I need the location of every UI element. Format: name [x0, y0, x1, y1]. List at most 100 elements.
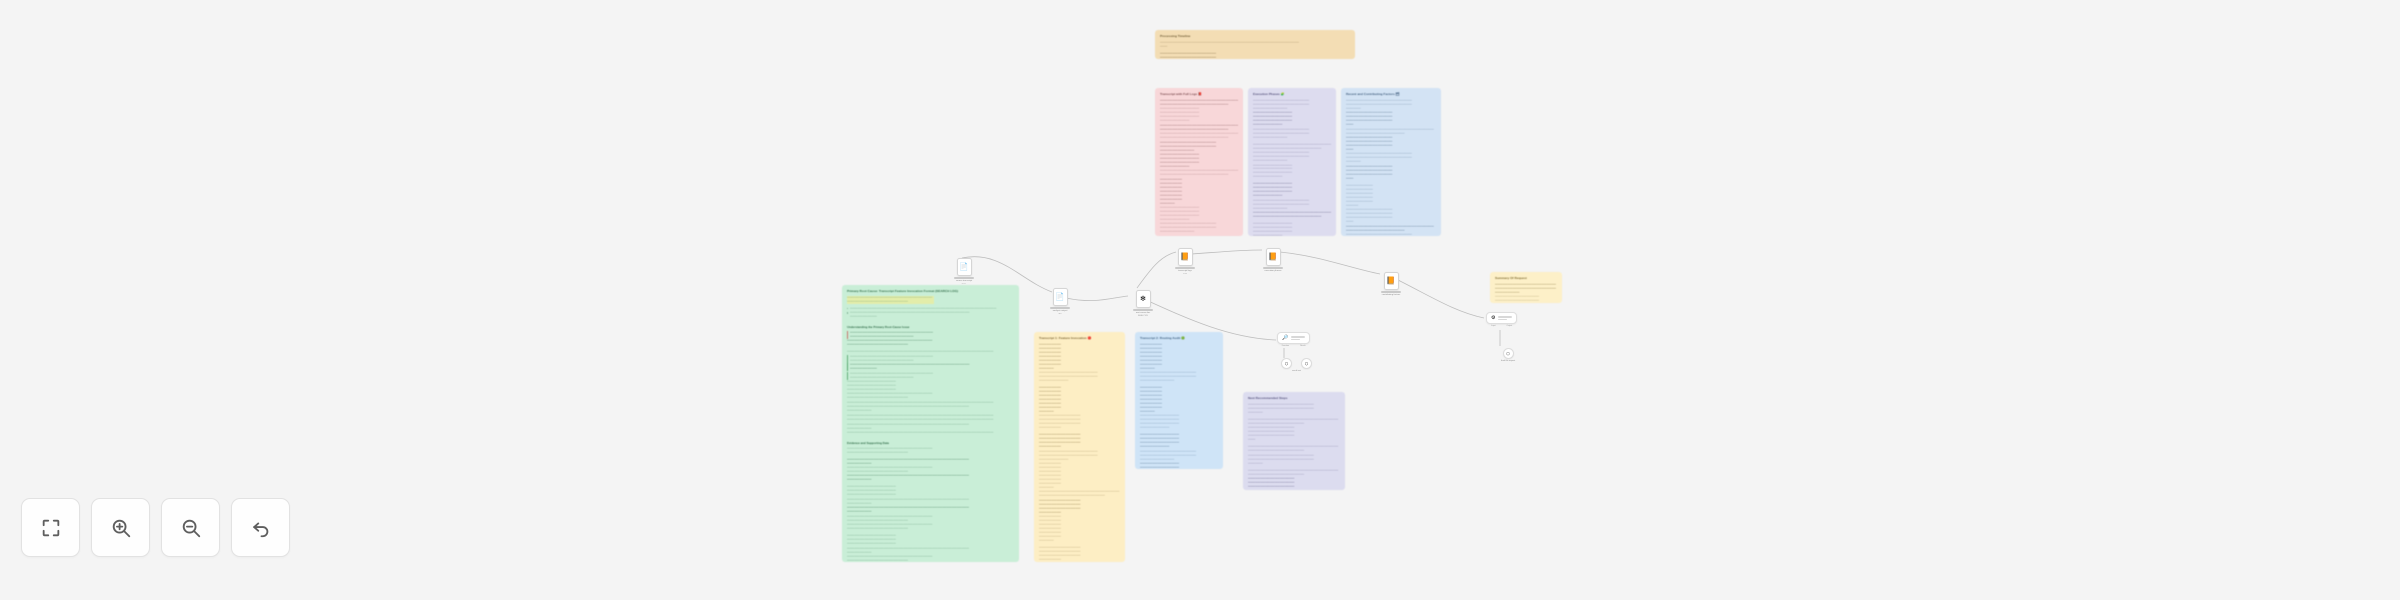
- zoom-out-button[interactable]: [161, 498, 220, 557]
- node-label: root cause doc: [1135, 311, 1151, 314]
- node-label: final file export: [1501, 360, 1516, 363]
- note-card-routing-audit[interactable]: Transcript 2: Routing Audit 🟢———————————…: [1135, 332, 1223, 469]
- card-text-line: ————————————————————————————————————————…: [847, 400, 994, 404]
- canvas-node-report-generator[interactable]: ⚙Input Output: [1486, 312, 1518, 327]
- node-sublabel: LOG: [1182, 272, 1188, 275]
- card-text-line: ————————————————————————————————————————…: [1346, 136, 1393, 151]
- card-text-line: ————————————————————————————————————————…: [1253, 211, 1331, 219]
- card-text-line: ————————————————————————————————————————…: [1495, 282, 1556, 294]
- card-text-line: ————————————————————————————————————————…: [1248, 426, 1295, 442]
- card-text-line: ————————————————————————————————————————…: [1039, 433, 1081, 449]
- fit-to-screen-button[interactable]: [21, 498, 80, 557]
- node-base-bar: [1381, 291, 1401, 293]
- node-port-label[interactable]: Input: [1491, 325, 1496, 328]
- card-text-line: ————————————————————————————————————————…: [1346, 127, 1434, 135]
- node-port-row: Function Result: [1282, 345, 1306, 347]
- note-card-execution-phases[interactable]: Execution Phases 🧩——————————————————————…: [1248, 88, 1336, 236]
- card-text-line: ————————————————————————————————————————…: [847, 534, 896, 546]
- node-glyph: ❄: [1139, 294, 1147, 304]
- node-port-label[interactable]: Output: [1506, 325, 1513, 328]
- card-text-line: ————————————————————————————————————————…: [1160, 222, 1217, 234]
- card-text-line: ————————————————————————————————————————…: [847, 497, 969, 505]
- node-glyph: 📄: [1055, 292, 1065, 302]
- document-icon: 📙: [1383, 272, 1399, 290]
- node-glyph: 📙: [1386, 276, 1396, 286]
- note-card-processing-timeline[interactable]: Processing Timeline —————————————————————…: [1155, 30, 1355, 59]
- document-icon: 📙: [1265, 248, 1281, 266]
- card-text-line: ————————————————————————————————————————…: [847, 474, 969, 482]
- reset-button[interactable]: [231, 498, 290, 557]
- card-text-line: ————————————————————————————————————————…: [1039, 546, 1081, 562]
- node-port-label[interactable]: Result: [1300, 345, 1306, 348]
- card-text-line: ————————————————————————————————————————…: [1140, 371, 1197, 383]
- card-text-line: ————————————————————————————————————————…: [1253, 198, 1310, 210]
- node-caption: result set: [1292, 370, 1301, 373]
- card-text-line: ————————————————————————————————————————…: [1160, 140, 1217, 152]
- card-text-line: ————————————————————————————————————————…: [1039, 342, 1061, 370]
- note-card-transcript-analysis[interactable]: Transcript with Full Logs 📕 —————————————…: [1155, 88, 1243, 236]
- card-text-line: ————————————————————————————————————————…: [1160, 40, 1299, 48]
- card-text-line: ————————————————————————————————————————…: [847, 350, 994, 354]
- card-text-line: ————————————————————————————————————————…: [1039, 449, 1098, 461]
- hexagon-icon[interactable]: ⬡: [1281, 358, 1292, 369]
- node-label: analysis output: [1052, 309, 1068, 312]
- canvas-node-final-output[interactable]: ⬡final file export: [1501, 348, 1515, 363]
- card-text-line: ————————————————————————————————————————…: [1253, 151, 1310, 163]
- card-text-line: ————————————————————————————————————————…: [1039, 386, 1061, 413]
- card-text-line: ————————————————————————————————————————…: [1160, 123, 1238, 131]
- card-text-line: ————————————————————————————————————————…: [847, 392, 933, 400]
- node-pill-body[interactable]: 🔎: [1277, 332, 1311, 345]
- card-text-line: ————————————————————————————————————————…: [847, 295, 934, 304]
- node-port-label[interactable]: Function: [1281, 345, 1290, 348]
- note-card-primary-analysis[interactable]: Primary Root Cause: Transcript Feature I…: [842, 285, 1019, 562]
- card-text-line: ————————————————————————————————————————…: [1253, 142, 1331, 150]
- canvas-node-result-pair[interactable]: ⬡ ⬡result set: [1281, 358, 1312, 373]
- node-base-bar: [1263, 267, 1283, 269]
- card-text-line: ————————————————————————————————————————…: [847, 546, 969, 554]
- card-spacer: [1160, 235, 1238, 236]
- note-card-summary-report[interactable]: Summary Of Request——————————————————————…: [1490, 272, 1562, 303]
- log-file-icon: 📙: [1177, 248, 1193, 266]
- node-base-bar: [1175, 267, 1195, 269]
- hexagon-icon[interactable]: ⬡: [1301, 358, 1312, 369]
- note-card-contributing-factors[interactable]: Recent and Contributing Factors 🗂———————…: [1341, 88, 1441, 236]
- card-text-line: ————————————————————————————————————————…: [847, 506, 969, 514]
- card-text-line: ————————————————————————————————————————…: [1248, 453, 1314, 465]
- note-card-next-steps[interactable]: Next Recommended Steps ——————————————————…: [1243, 392, 1345, 490]
- card-text-line: ————————————————————————————————————————…: [1346, 98, 1412, 110]
- edge-log-to-phase: [1191, 249, 1263, 255]
- undo-arrow-icon: [250, 517, 272, 539]
- card-text-line: ————————————————————————————————————————…: [1346, 183, 1373, 207]
- card-text-line: ————————————————————————————————————————…: [1140, 462, 1179, 469]
- zoom-in-icon: [110, 517, 132, 539]
- canvas-node-tool-call[interactable]: 🔎 Function Result: [1277, 332, 1311, 347]
- edge-factors-to-report: [1397, 279, 1485, 319]
- card-title: Processing Timeline: [1160, 34, 1191, 38]
- card-title: Transcript with Full Logs 📕: [1160, 92, 1202, 96]
- card-text-line: ————————————————————————————————————————…: [1039, 462, 1061, 489]
- node-pill-text: [1291, 336, 1306, 341]
- card-text-line: ————————————————————————————————————————…: [847, 413, 994, 417]
- node-pill-body[interactable]: ⚙: [1486, 312, 1518, 325]
- card-title: Transcript 1: Feature Invocation 🔴: [1039, 336, 1092, 340]
- node-port-row: Input Output: [1491, 325, 1512, 327]
- card-text-line: ————————————————————————————————————————…: [1248, 402, 1314, 414]
- card-text-line: ————————————————————————————————————————…: [847, 307, 1014, 311]
- card-text-line: ————————————————————————————————————————…: [847, 380, 896, 391]
- canvas-node-phase-document[interactable]: 📙execution phases: [1263, 248, 1283, 273]
- note-card-transcript-detail[interactable]: Transcript 1: Feature Invocation 🔴 ——————…: [1034, 332, 1125, 562]
- card-text-line: ————————————————————————————————————————…: [1253, 98, 1310, 110]
- hexagon-icon[interactable]: ⬡: [1502, 348, 1514, 359]
- search-tool-icon: 🔎: [1282, 334, 1289, 341]
- node-pill-text: [1498, 316, 1513, 321]
- canvas-node-factors-document[interactable]: 📙contributing factors: [1381, 272, 1401, 297]
- card-title: Next Recommended Steps: [1248, 396, 1288, 400]
- zoom-in-button[interactable]: [91, 498, 150, 557]
- card-text-line: ————————————————————————————————————————…: [1140, 433, 1179, 449]
- node-base-bar: [954, 277, 974, 279]
